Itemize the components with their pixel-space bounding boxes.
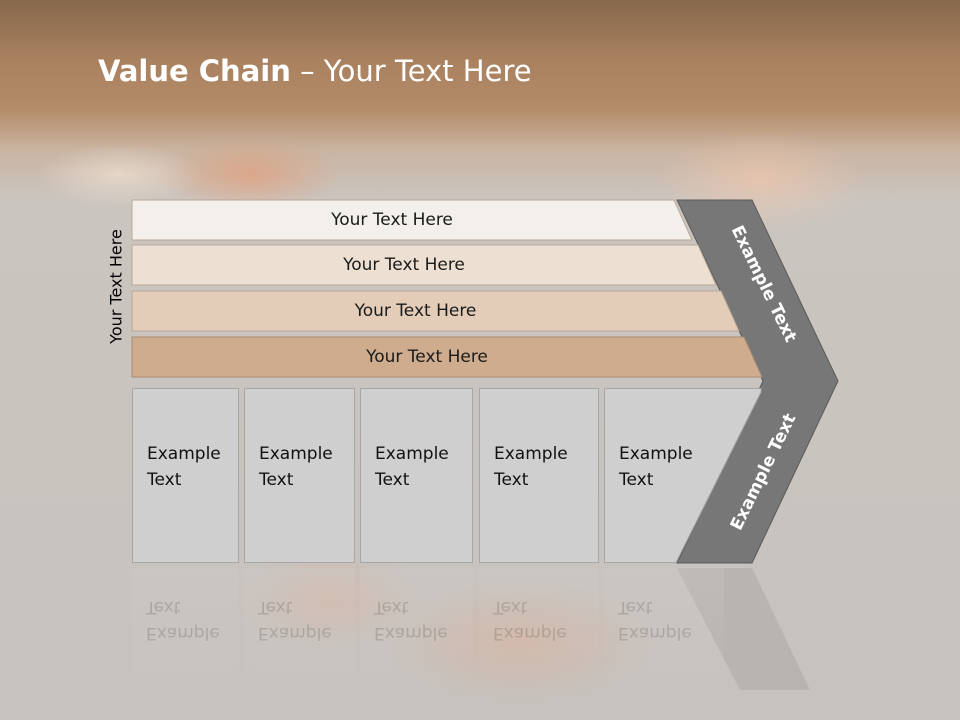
activity-box-3: Example Text	[360, 388, 473, 563]
activity-box-2: Example Text	[244, 388, 355, 563]
support-bar-3-shape	[131, 290, 740, 332]
support-bar-1-shape	[131, 199, 693, 241]
activity-box-1-line1: Example	[147, 444, 221, 464]
reflection-1-line2: Text	[146, 597, 181, 617]
activity-box-2-line2: Text	[259, 470, 294, 490]
support-bar-3: Your Text Here	[131, 290, 740, 332]
support-bar-2: Your Text Here	[131, 244, 717, 286]
chevron-reflection	[677, 568, 810, 690]
title-rest: – Your Text Here	[290, 54, 532, 88]
slide-title: Value Chain – Your Text Here	[98, 54, 532, 88]
support-bar-4-label: Your Text Here	[366, 347, 488, 367]
support-bar-4: Your Text Here	[131, 336, 763, 378]
activity-box-4-line1: Example	[494, 444, 568, 464]
activity-box-3-line1: Example	[375, 444, 449, 464]
activity-box-1-reflection: Example Text	[132, 568, 239, 698]
reflection-1-line1: Example	[146, 623, 220, 643]
reflection-5-line1: Example	[618, 623, 692, 643]
support-bar-2-shape	[131, 244, 717, 286]
activity-box-5-shape	[604, 388, 762, 563]
support-bar-2-label: Your Text Here	[343, 255, 465, 275]
activity-box-1: Example Text	[132, 388, 239, 563]
support-bar-3-label: Your Text Here	[354, 301, 477, 321]
reflection-2-line1: Example	[258, 623, 332, 643]
activity-box-2-line1: Example	[259, 444, 333, 464]
activity-box-4-line2: Text	[494, 470, 529, 490]
activity-box-5-line2: Text	[619, 470, 654, 490]
support-bar-4-shape	[131, 336, 763, 378]
reflection-4-line2: Text	[493, 597, 528, 617]
activity-box-3-line2: Text	[375, 470, 410, 490]
reflection-3-line2: Text	[374, 597, 409, 617]
activity-box-4-reflection: Example Text	[479, 568, 599, 698]
title-bold: Value Chain	[98, 54, 291, 88]
activity-box-5-line1: Example	[619, 444, 693, 464]
activity-box-4: Example Text	[479, 388, 599, 563]
reflection-2-line2: Text	[258, 597, 293, 617]
reflection-4-line1: Example	[493, 623, 567, 643]
activity-box-5: Example Text	[604, 388, 724, 563]
reflection-3-line1: Example	[374, 623, 448, 643]
activity-box-1-line2: Text	[147, 470, 182, 490]
chevron-shape	[676, 199, 839, 564]
support-bar-1: Your Text Here	[131, 199, 693, 241]
activity-box-3-reflection: Example Text	[360, 568, 473, 698]
reflection-5-line2: Text	[618, 597, 653, 617]
activity-box-2-reflection: Example Text	[244, 568, 355, 698]
support-bar-1-label: Your Text Here	[331, 210, 453, 230]
activity-box-5-reflection: Example Text	[604, 568, 724, 698]
